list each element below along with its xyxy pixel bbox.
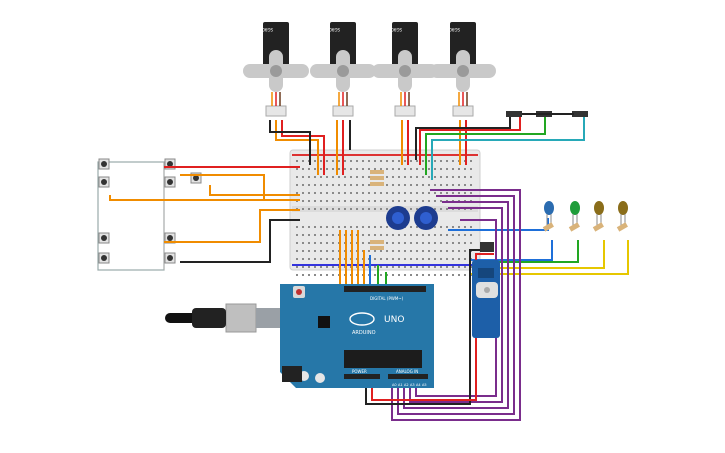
analog-pin-label: A5 [422, 383, 427, 387]
servo-label: SG90 MICRO SERVO [362, 27, 402, 32]
arduino-analog-header: ANALOG IN [396, 369, 418, 374]
push-button-1[interactable] [98, 158, 110, 170]
servo-motor-small[interactable] [472, 242, 500, 338]
servo-row: SG90 MICRO SERVO SG90 MICRO SERVO SG90 MIC… [233, 22, 496, 117]
arduino-model: UNO [384, 315, 404, 325]
slide-switch-1[interactable] [506, 111, 522, 117]
analog-pin-label: A2 [404, 383, 409, 387]
potentiometer-2[interactable] [414, 206, 438, 230]
servo-motor-3[interactable]: SG90 MICRO SERVO [362, 22, 438, 117]
push-button-3[interactable] [98, 176, 110, 188]
analog-pin-label: A0 [392, 383, 397, 387]
push-button-5[interactable] [190, 172, 202, 184]
servo-label: SG90 MICRO SERVO [420, 27, 460, 32]
button-panel [97, 158, 202, 271]
analog-pin-label: A1 [398, 383, 403, 387]
wires [109, 113, 629, 421]
led-2 [568, 201, 580, 232]
potentiometer-1[interactable] [386, 206, 410, 230]
arduino-digital-header: DIGITAL (PWM~) [370, 296, 404, 301]
led-row [542, 201, 628, 232]
push-button-4[interactable] [164, 176, 176, 188]
servo-label: SG90 MICRO SERVO [233, 27, 273, 32]
slide-switch-3[interactable] [572, 111, 588, 117]
servo-label: SG90 MICRO SERVO [300, 27, 340, 32]
servo-motor-4[interactable]: SG90 MICRO SERVO [420, 22, 496, 117]
analog-pin-label: A3 [410, 383, 415, 387]
resistor-group-bottom [370, 240, 384, 250]
resistor-group-top [370, 170, 384, 186]
servo-motor-1[interactable]: SG90 MICRO SERVO [233, 22, 309, 117]
analog-pin-label: A4 [416, 383, 421, 387]
arduino-brand: ARDUINO [352, 330, 376, 336]
arduino-power-header: POWER [352, 369, 367, 374]
led-3 [592, 201, 604, 232]
push-button-8[interactable] [98, 252, 110, 264]
servo-motor-2[interactable]: SG90 MICRO SERVO [300, 22, 376, 117]
push-button-9[interactable] [164, 252, 176, 264]
led-1 [542, 201, 554, 232]
push-button-6[interactable] [98, 232, 110, 244]
led-4 [616, 201, 628, 232]
arduino-uno[interactable]: ARDUINO UNO DIGITAL (PWM~) POWER ANALOG … [165, 284, 434, 388]
push-button-2[interactable] [164, 158, 176, 170]
